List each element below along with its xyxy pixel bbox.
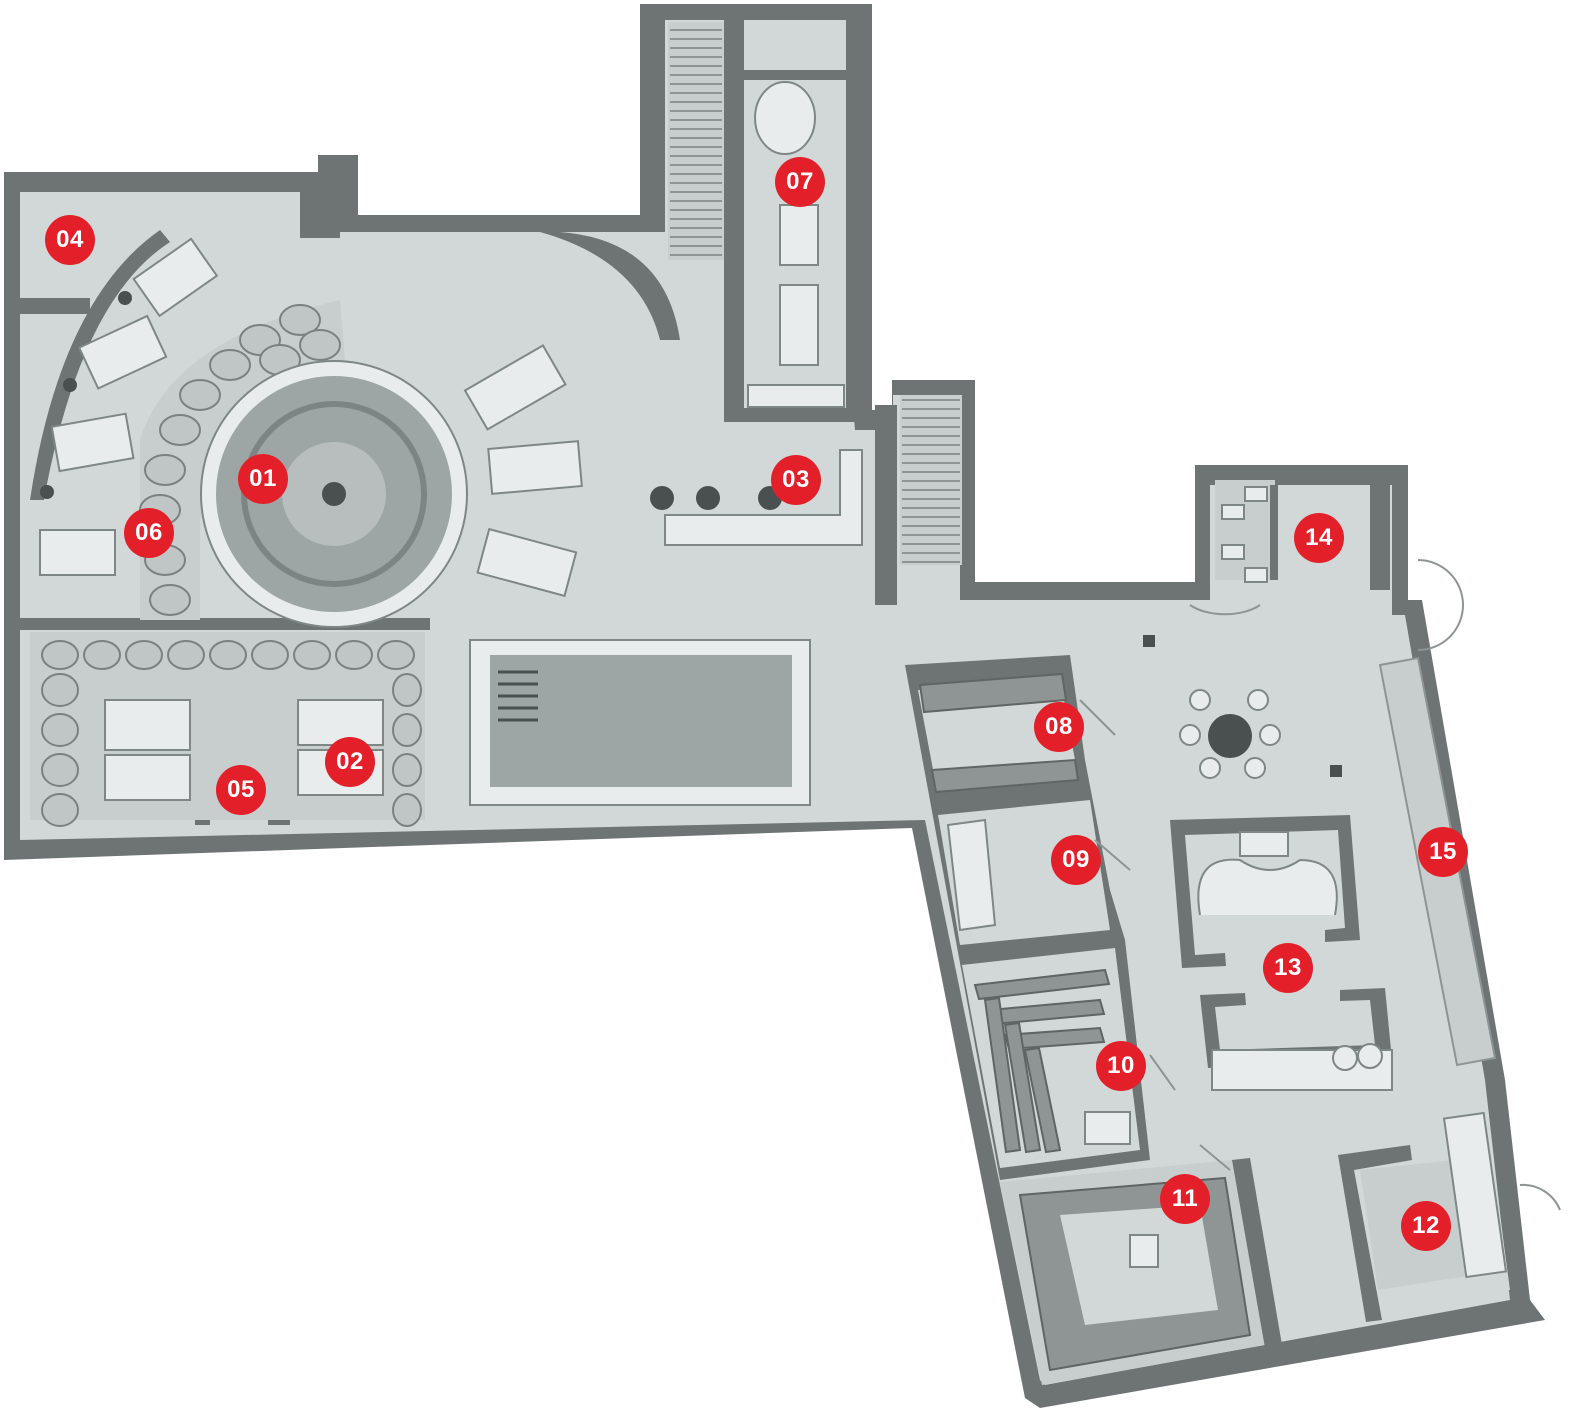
bar-counter — [650, 449, 863, 546]
wall-curve-top — [540, 232, 680, 340]
stepping-stone — [179, 379, 221, 411]
marker-01: 01 — [238, 454, 288, 504]
stepping-stone — [41, 753, 79, 787]
room-11-bucket — [1129, 1234, 1159, 1268]
stepping-stone — [41, 640, 79, 670]
stepping-stone — [41, 713, 79, 747]
marker-04: 04 — [45, 215, 95, 265]
stepping-stone — [83, 640, 121, 670]
marker-03: 03 — [771, 455, 821, 505]
wall-mid-column — [875, 405, 897, 605]
marker-15: 15 — [1418, 827, 1468, 877]
stepping-stone — [392, 673, 422, 707]
room-09-bench — [946, 818, 997, 932]
stepping-stone — [299, 329, 341, 361]
marker-14: 14 — [1294, 513, 1344, 563]
marker-06: 06 — [124, 508, 174, 558]
lounge-table — [1143, 635, 1342, 779]
wall-04-bottom — [20, 298, 90, 314]
wall-07-right — [846, 8, 866, 408]
sauna-stove — [1084, 1111, 1131, 1145]
sauna-bench — [983, 996, 1022, 1154]
marker-10: 10 — [1096, 1041, 1146, 1091]
stairs-middle — [900, 395, 962, 565]
stepping-stone — [159, 414, 201, 446]
stepping-stone — [209, 640, 247, 670]
marker-05: 05 — [216, 765, 266, 815]
stepping-stone — [392, 713, 422, 747]
stepping-stone — [41, 793, 79, 827]
stepping-stone — [392, 753, 422, 787]
loungers-center — [463, 344, 583, 598]
room-08-bench-2 — [930, 758, 1080, 794]
wall-12-left — [1338, 1145, 1412, 1322]
stepping-stone — [209, 349, 251, 381]
sauna-bench — [973, 968, 1111, 1001]
marker-02: 02 — [325, 737, 375, 787]
sauna-bench — [1023, 1046, 1062, 1154]
wall-stair-divider — [724, 8, 744, 408]
stepping-stone — [149, 584, 191, 616]
room-08-bench — [918, 672, 1068, 714]
loungers-06 — [39, 237, 219, 576]
door-arcs — [1079, 559, 1561, 1211]
stepping-stone — [293, 640, 331, 670]
wall-11-right — [1232, 1158, 1282, 1348]
stepping-stone — [41, 673, 79, 707]
rectangular-pool — [469, 639, 811, 806]
marker-11: 11 — [1160, 1174, 1210, 1224]
stepping-stone — [125, 640, 163, 670]
stairs-top — [668, 22, 724, 260]
stepping-stone — [335, 640, 373, 670]
marker-07: 07 — [775, 157, 825, 207]
stepping-stone — [251, 640, 289, 670]
marker-09: 09 — [1051, 835, 1101, 885]
room-14 — [1215, 480, 1390, 590]
wall-curve-left — [30, 230, 170, 500]
marker-12: 12 — [1401, 1201, 1451, 1251]
marker-13: 13 — [1263, 943, 1313, 993]
stepping-stone — [144, 454, 186, 486]
stepping-stone — [377, 640, 415, 670]
room-13 — [1170, 815, 1393, 1091]
circular-pool — [200, 360, 468, 628]
stepping-stone — [279, 304, 321, 336]
stepping-stone — [392, 793, 422, 827]
wall-07-bottom — [724, 408, 866, 422]
marker-08: 08 — [1034, 702, 1084, 752]
stepping-stone — [167, 640, 205, 670]
gravel-strip-outline — [1378, 656, 1497, 1067]
room-12-bench — [1442, 1111, 1508, 1279]
sauna-bench — [1003, 1021, 1042, 1154]
